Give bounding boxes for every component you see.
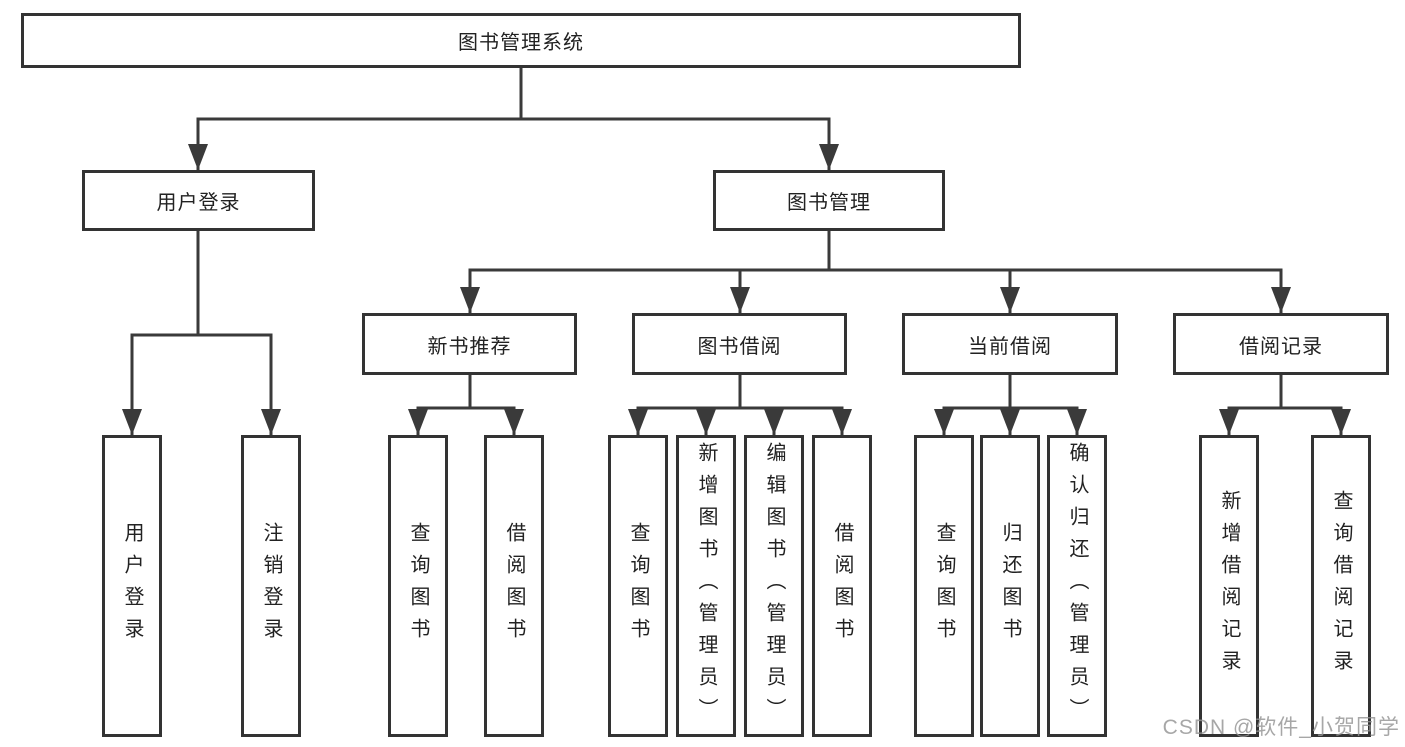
node-borrowing-records: 借阅记录 [1173, 313, 1389, 375]
leaf-query-books-recommend-label: 查询图书 [407, 522, 429, 650]
leaf-query-borrow-record: 查询借阅记录 [1311, 435, 1371, 737]
leaf-add-borrow-record: 新增借阅记录 [1199, 435, 1259, 737]
leaf-logout: 注销登录 [241, 435, 301, 737]
leaf-user-login: 用户登录 [102, 435, 162, 737]
leaf-edit-book-admin-label: 编辑图书（管理员） [763, 442, 785, 730]
leaf-query-borrow-record-label: 查询借阅记录 [1330, 490, 1352, 682]
node-book-management-label: 图书管理 [787, 192, 871, 214]
node-current-borrowing-label: 当前借阅 [968, 335, 1052, 358]
leaf-query-books-borrowing-label: 查询图书 [627, 522, 649, 650]
leaf-borrow-books-recommend-label: 借阅图书 [503, 522, 525, 650]
node-user-login-label: 用户登录 [156, 192, 241, 214]
leaf-query-books-borrowing: 查询图书 [608, 435, 668, 737]
leaf-return-book-label: 归还图书 [999, 522, 1021, 650]
arrowheads [122, 144, 1351, 435]
leaf-add-borrow-record-label: 新增借阅记录 [1218, 490, 1240, 682]
leaf-return-book: 归还图书 [980, 435, 1040, 737]
node-root-label: 图书管理系统 [458, 32, 584, 54]
node-book-borrowing-label: 图书借阅 [697, 335, 782, 358]
node-book-management: 图书管理 [713, 170, 945, 231]
leaf-edit-book-admin: 编辑图书（管理员） [744, 435, 804, 737]
connector-lines [130, 66, 1343, 437]
node-user-login: 用户登录 [82, 170, 315, 231]
leaf-add-book-admin-label: 新增图书（管理员） [695, 442, 717, 730]
node-new-book-recommend: 新书推荐 [362, 313, 577, 375]
node-book-borrowing: 图书借阅 [632, 313, 847, 375]
node-borrowing-records-label: 借阅记录 [1239, 335, 1323, 358]
leaf-query-books-current: 查询图书 [914, 435, 974, 737]
leaf-query-books-recommend: 查询图书 [388, 435, 448, 737]
leaf-add-book-admin: 新增图书（管理员） [676, 435, 736, 737]
leaf-borrow-books-borrowing: 借阅图书 [812, 435, 872, 737]
leaf-borrow-books-borrowing-label: 借阅图书 [831, 522, 853, 650]
csdn-watermark: CSDN @软件_小贺同学 [1162, 716, 1400, 739]
leaf-confirm-return-admin: 确认归还（管理员） [1047, 435, 1107, 737]
leaf-confirm-return-admin-label: 确认归还（管理员） [1066, 442, 1088, 730]
node-new-book-recommend-label: 新书推荐 [427, 335, 512, 358]
leaf-borrow-books-recommend: 借阅图书 [484, 435, 544, 737]
leaf-logout-label: 注销登录 [260, 522, 282, 650]
leaf-query-books-current-label: 查询图书 [933, 522, 955, 650]
node-root-system: 图书管理系统 [21, 13, 1021, 68]
node-current-borrowing: 当前借阅 [902, 313, 1118, 375]
leaf-user-login-label: 用户登录 [121, 522, 143, 650]
